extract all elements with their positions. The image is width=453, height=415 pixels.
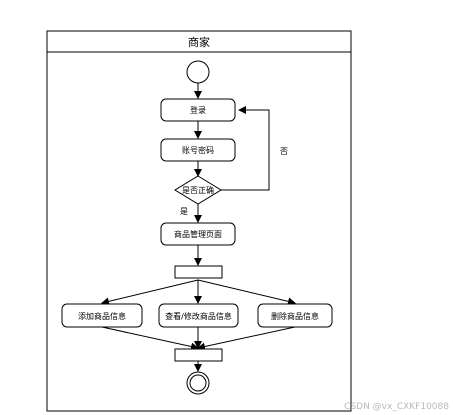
edge-label-yes: 是 [180,207,188,216]
node-product-page-label: 商品管理页面 [174,229,222,239]
node-product-page [160,222,236,246]
node-credentials-label: 账号密码 [182,145,214,155]
node-view-edit-product [158,303,239,328]
node-login-label: 登录 [190,105,206,115]
swimlane-frame [46,30,352,412]
edge-check-no-loop [219,106,270,191]
watermark-text: CSDN @vx_CXKF10088 [344,402,449,412]
edge-label-no: 否 [280,147,288,156]
node-login [160,98,236,122]
node-view-edit-product-label: 查看/修改商品信息 [165,311,232,321]
end-node-inner [189,374,207,392]
node-add-product-label: 添加商品信息 [78,311,126,321]
join-bar [174,348,223,362]
edge-delete-join [197,326,296,351]
node-delete-product-label: 删除商品信息 [271,311,319,321]
start-node [186,60,210,84]
edge-add-join [101,326,199,351]
edge-fork-delete [197,279,296,306]
node-add-product [61,303,143,328]
node-delete-product [257,303,333,328]
node-credentials [160,138,236,162]
fork-bar [174,265,223,279]
decision-check-label: 是否正确 [182,185,214,195]
decision-check [174,175,222,205]
swimlane-title: 商家 [188,35,210,49]
edge-fork-add [101,279,199,306]
